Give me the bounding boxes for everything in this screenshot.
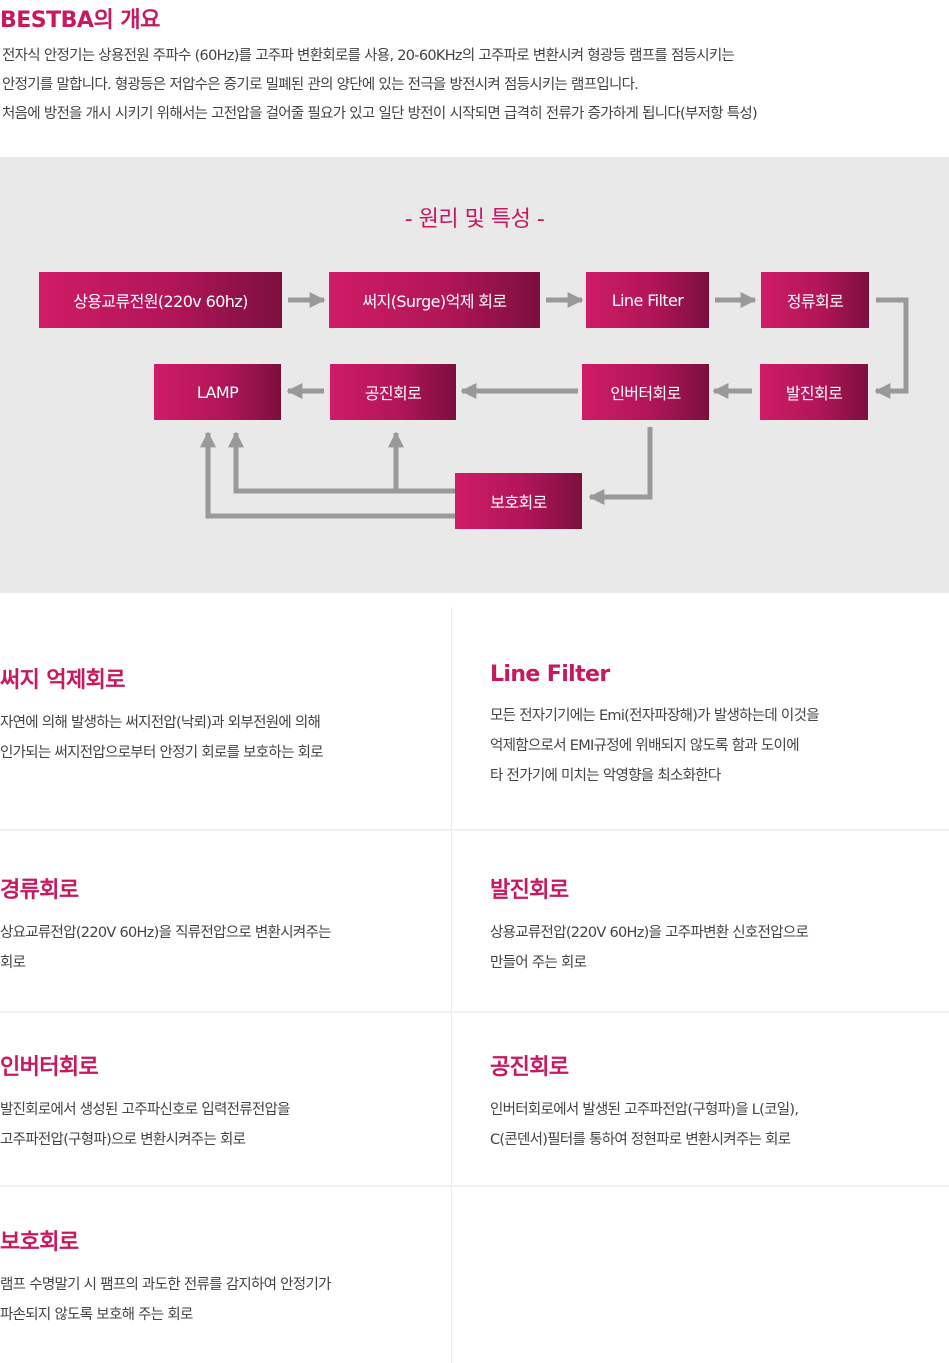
box-inverter: 인버터회로 xyxy=(582,364,709,420)
description-line: 고주파전압(구형파)으로 변환시켜주는 회로 xyxy=(0,1132,246,1148)
section-title: Line Filter xyxy=(490,662,610,687)
diagram-arrows xyxy=(199,291,909,519)
section-description: 상요교류전압(220V 60Hz)을 직류전압으로 변환시켜주는 회로 xyxy=(0,918,331,978)
description-line: 자연에 의해 발생하는 써지전압(낙뢰)과 외부전원에 의해 xyxy=(0,715,321,731)
intro-line: 안정기를 말합니다. 형광등은 저압수은 증기로 밀폐된 관의 양단에 있는 전… xyxy=(2,77,639,93)
section-resonance: 공진회로 인버터회로에서 발생된 고주파전압(구형파)을 L(코일), C(콘덴… xyxy=(490,1049,799,1155)
section-title: 공진회로 xyxy=(490,1055,569,1080)
description-line: 만들어 주는 회로 xyxy=(490,955,587,971)
description-line: 파손되지 않도록 보호해 주는 회로 xyxy=(0,1307,193,1323)
intro-line: 처음에 방전을 개시 시키기 위해서는 고전압을 걸어줄 필요가 있고 일단 방… xyxy=(2,106,758,122)
section-title: 인버터회로 xyxy=(0,1055,99,1080)
section-rectifier: 경류회로 상요교류전압(220V 60Hz)을 직류전압으로 변환시켜주는 회로 xyxy=(0,872,331,978)
arrow-protection-to-lamp-inner xyxy=(227,431,455,494)
description-line: 억제함으로서 EMI규정에 위배되지 않도록 함과 도이에 xyxy=(490,738,800,754)
description-line: 상용교류전압(220V 60Hz)을 고주파변환 신호전압으로 xyxy=(490,925,809,941)
row-divider xyxy=(0,829,949,831)
section-description: 상용교류전압(220V 60Hz)을 고주파변환 신호전압으로 만들어 주는 회… xyxy=(490,918,809,978)
arrow-protection-to-lamp-outer xyxy=(199,431,455,519)
arrow-rectifier-to-oscillator xyxy=(874,297,909,400)
box-rectifier: 정류회로 xyxy=(761,272,869,328)
section-surge: 써지 억제회로 자연에 의해 발생하는 써지전압(낙뢰)과 외부전원에 의해 인… xyxy=(0,662,324,768)
section-inverter: 인버터회로 발진회로에서 생성된 고주파신호로 입력전류전압을 고주파전압(구형… xyxy=(0,1049,291,1155)
section-description: 자연에 의해 발생하는 써지전압(낙뢰)과 외부전원에 의해 인가되는 써지전압… xyxy=(0,708,324,768)
row-divider xyxy=(0,1185,949,1187)
intro-text: 전자식 안정기는 상용전원 주파수 (60Hz)를 고주파 변환회로를 사용, … xyxy=(2,42,947,129)
arrow-inverter-to-protection xyxy=(588,427,653,506)
section-line-filter: Line Filter 모든 전자기기에는 Emi(전자파장해)가 발생하는데 … xyxy=(490,662,820,791)
section-description: 램프 수명말기 시 팸프의 과도한 전류를 감지하여 안정기가 파손되지 않도록… xyxy=(0,1270,331,1330)
section-title: 발진회로 xyxy=(490,878,569,903)
description-line: 인버터회로에서 발생된 고주파전압(구형파)을 L(코일), xyxy=(490,1102,799,1118)
intro-line: 전자식 안정기는 상용전원 주파수 (60Hz)를 고주파 변환회로를 사용, … xyxy=(2,48,735,64)
description-line: 발진회로에서 생성된 고주파신호로 입력전류전압을 xyxy=(0,1102,291,1118)
row-divider xyxy=(0,1011,949,1013)
section-title: 경류회로 xyxy=(0,878,79,903)
diagram-title: - 원리 및 특성 - xyxy=(404,207,545,232)
description-line: 회로 xyxy=(0,955,26,971)
box-lamp: LAMP xyxy=(154,364,281,420)
description-line: 상요교류전압(220V 60Hz)을 직류전압으로 변환시켜주는 xyxy=(0,925,331,941)
section-oscillator: 발진회로 상용교류전압(220V 60Hz)을 고주파변환 신호전압으로 만들어… xyxy=(490,872,809,978)
box-resonance: 공진회로 xyxy=(330,364,456,420)
description-line: 인가되는 써지전압으로부터 안정기 회로를 보호하는 회로 xyxy=(0,745,324,761)
description-line: 램프 수명말기 시 팸프의 과도한 전류를 감지하여 안정기가 xyxy=(0,1277,331,1293)
principle-diagram: - 원리 및 특성 - 상용교류전원(220v 60hz) 써지( xyxy=(0,157,949,593)
box-oscillator: 발진회로 xyxy=(760,364,868,420)
box-line-filter: Line Filter xyxy=(586,272,709,328)
description-line: C(콘덴서)필터를 통하여 정현파로 변환시켜주는 회로 xyxy=(490,1132,791,1148)
section-protection: 보호회로 램프 수명말기 시 팸프의 과도한 전류를 감지하여 안정기가 파손되… xyxy=(0,1224,331,1330)
box-protection: 보호회로 xyxy=(455,473,582,529)
box-power-source: 상용교류전원(220v 60hz) xyxy=(39,272,282,328)
section-description: 발진회로에서 생성된 고주파신호로 입력전류전압을 고주파전압(구형파)으로 변… xyxy=(0,1095,291,1155)
column-divider xyxy=(451,607,452,1363)
section-title: 써지 억제회로 xyxy=(0,668,126,693)
description-line: 모든 전자기기에는 Emi(전자파장해)가 발생하는데 이것을 xyxy=(490,708,820,724)
intro-title: BESTBA의 개요 xyxy=(0,8,160,33)
box-surge-suppression: 써지(Surge)억제 회로 xyxy=(329,272,540,328)
section-description: 모든 전자기기에는 Emi(전자파장해)가 발생하는데 이것을 억제함으로서 E… xyxy=(490,701,820,791)
description-line: 타 전가기에 미치는 악영향을 최소화한다 xyxy=(490,768,721,784)
section-description: 인버터회로에서 발생된 고주파전압(구형파)을 L(코일), C(콘덴서)필터를… xyxy=(490,1095,799,1155)
section-title: 보호회로 xyxy=(0,1230,79,1255)
